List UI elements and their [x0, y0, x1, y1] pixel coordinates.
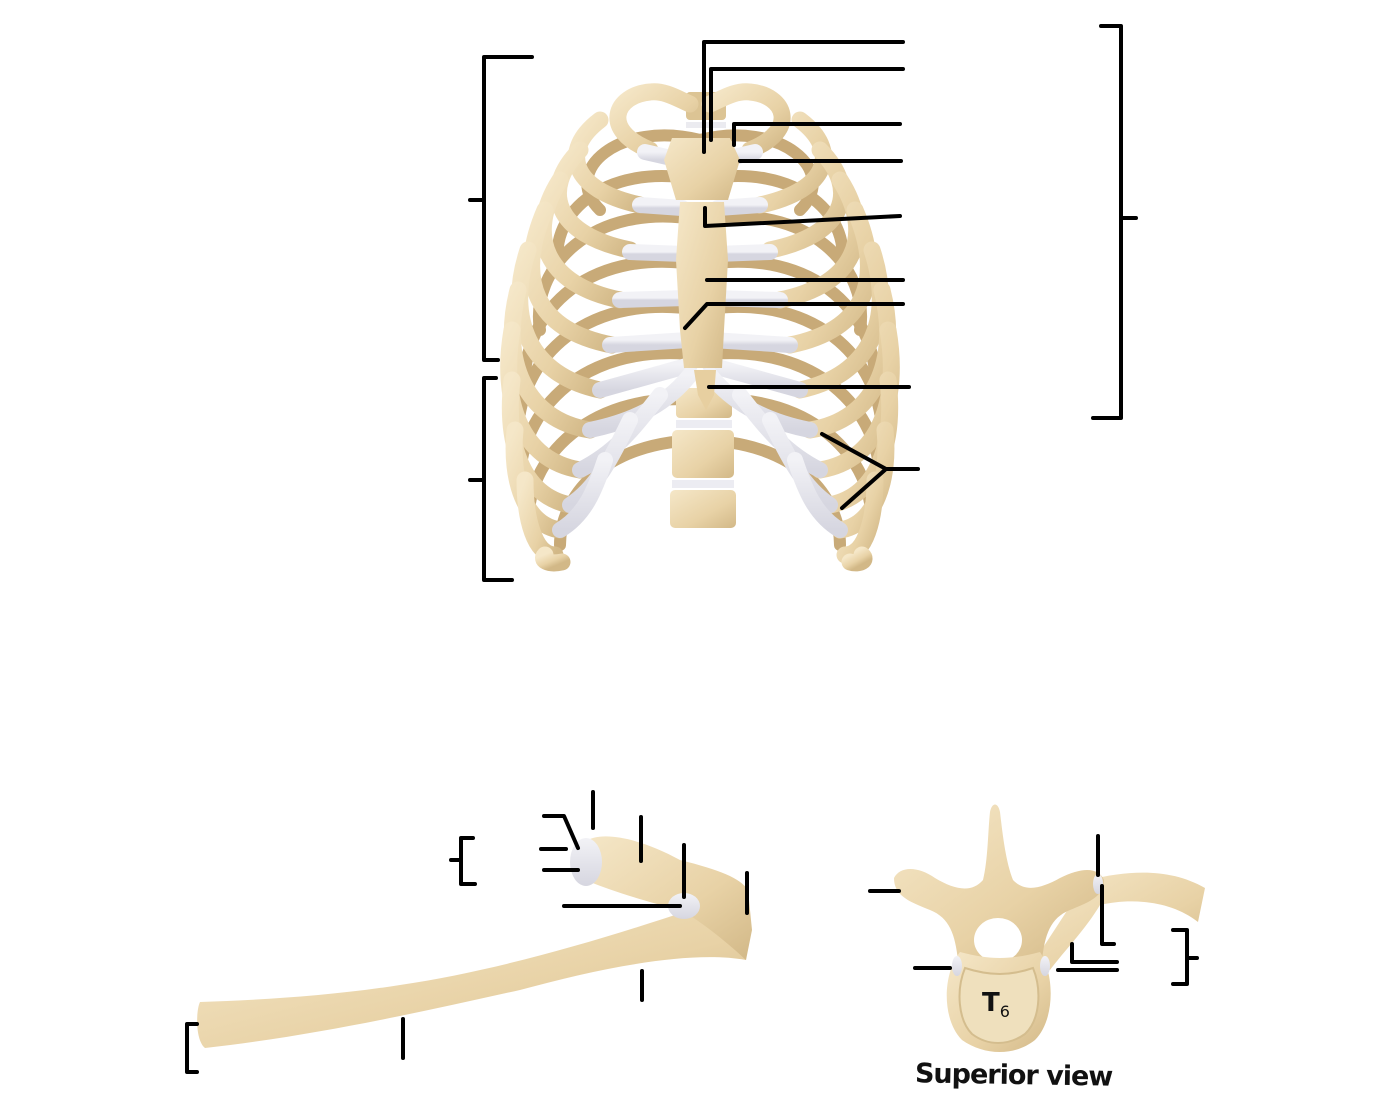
xiphoid-process	[694, 370, 716, 410]
costal-cartilages	[552, 144, 848, 538]
anterior-ribs-left	[500, 83, 699, 572]
rib-leader-lines	[185, 790, 749, 1074]
leader-clavicular-notch	[709, 67, 905, 142]
leader-costal-margin	[820, 432, 920, 510]
bracket-joints	[1171, 928, 1199, 986]
rib-neck	[576, 836, 752, 960]
rib-shaft	[197, 905, 748, 1048]
sternum	[664, 138, 740, 410]
vertebra-detail	[894, 804, 1205, 1052]
leader-sternal-angle	[703, 206, 902, 228]
bracket-true-ribs	[468, 55, 534, 362]
leader-manubrium	[732, 122, 902, 147]
vertebra-leader-lines	[868, 834, 1199, 986]
bracket-false-ribs	[468, 376, 514, 582]
leader-head-joint-a	[1070, 942, 1119, 964]
leader-costal-cartilage	[683, 302, 905, 330]
leader-costotransverse	[1100, 884, 1116, 946]
rib-detail	[197, 836, 752, 1048]
vertebral-body-cancellous	[958, 966, 1040, 1044]
view-caption: Superior view	[914, 1058, 1113, 1093]
vertebra-level-letter: T	[982, 988, 1000, 1018]
thoracic-cage	[500, 83, 900, 572]
vertebra-level-label: T6	[982, 988, 1010, 1021]
vertebral-arch	[894, 804, 1104, 960]
vertebra-level-number: 6	[999, 1002, 1010, 1022]
rib-tubercle-facet	[668, 893, 700, 919]
bracket-sternal-end	[185, 1022, 199, 1074]
cage-leader-lines	[468, 24, 1138, 582]
vertebral-foramen	[974, 918, 1022, 962]
costal-facet-right	[1040, 956, 1050, 976]
anterior-ribs-right	[701, 83, 900, 572]
leader-jugular-notch	[702, 40, 905, 154]
manubrium	[664, 138, 740, 200]
costal-facet-left	[952, 956, 962, 976]
bracket-thoracic-cage	[1091, 24, 1138, 420]
leader-superior-facet	[542, 814, 580, 850]
bracket-rib-head	[449, 836, 477, 886]
